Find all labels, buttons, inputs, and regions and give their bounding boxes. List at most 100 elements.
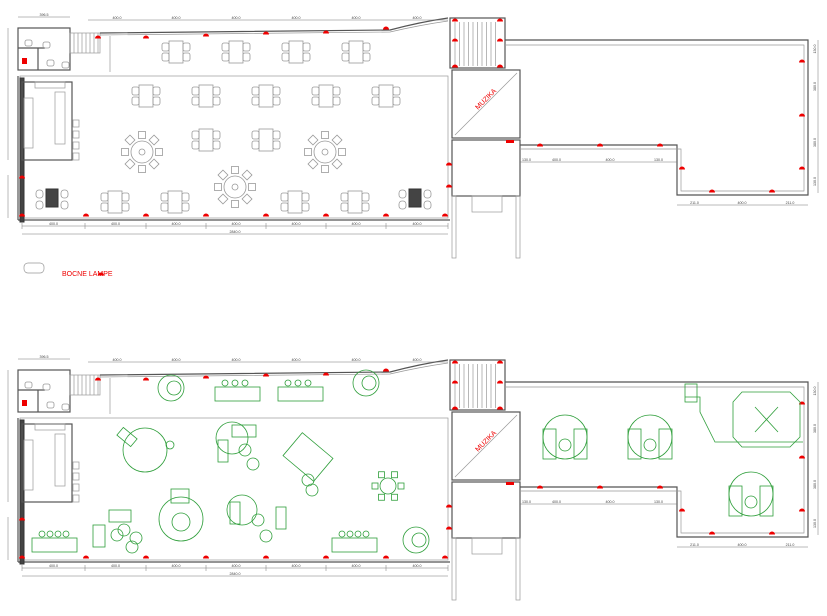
chair xyxy=(212,86,221,96)
dining-table xyxy=(258,84,274,108)
dining-table xyxy=(347,190,363,214)
chair xyxy=(100,202,109,212)
side-lamp-icon xyxy=(263,31,269,35)
sun-lounger xyxy=(627,428,642,460)
side-lamp-icon xyxy=(446,526,452,530)
stairs-outline xyxy=(69,32,101,54)
chair xyxy=(191,96,200,106)
round-table xyxy=(223,175,247,199)
chair xyxy=(391,471,398,479)
chair xyxy=(311,96,320,106)
chair xyxy=(272,140,281,150)
side-lamp-icon xyxy=(442,555,448,559)
chair xyxy=(392,96,401,106)
side-lamp-icon xyxy=(442,213,448,217)
armchair xyxy=(398,200,407,210)
support-column xyxy=(451,537,457,601)
toilet-icon xyxy=(46,401,55,409)
sun-lounger xyxy=(573,428,588,460)
chair xyxy=(302,52,311,62)
chair xyxy=(272,96,281,106)
chair xyxy=(242,42,251,52)
dimension-label: 130.0 xyxy=(813,177,817,186)
dimension-label: 130.0 xyxy=(654,500,663,504)
plant-icon xyxy=(165,440,175,450)
side-lamp-icon xyxy=(98,272,104,276)
chair xyxy=(301,202,310,212)
side-lamp-icon xyxy=(95,35,101,39)
dimension-label: 400.0 xyxy=(111,222,120,226)
chair xyxy=(332,96,341,106)
bar-stool xyxy=(72,141,80,150)
dimension-label: 396.5 xyxy=(40,355,49,359)
chair xyxy=(371,96,380,106)
table-center xyxy=(138,148,146,156)
chair xyxy=(155,148,163,156)
bar-stool xyxy=(284,379,292,387)
dimension-label: 380.0 xyxy=(813,138,817,147)
side-lamp-icon xyxy=(497,360,503,364)
top-wall-inner xyxy=(99,362,449,378)
music-room xyxy=(451,69,521,139)
dining-table xyxy=(198,84,214,108)
chair xyxy=(182,52,191,62)
kitchen-appliances xyxy=(54,91,66,145)
side-lamp-icon xyxy=(203,555,209,559)
side-table xyxy=(558,438,572,452)
side-lamp-icon xyxy=(446,162,452,166)
side-lamp-icon xyxy=(19,555,25,559)
chair xyxy=(161,52,170,62)
round-table xyxy=(130,140,154,164)
coffee-table xyxy=(251,513,265,527)
kitchen-counter xyxy=(34,423,66,431)
chair xyxy=(221,42,230,52)
dimension-label: 130.0 xyxy=(813,45,817,54)
armchair xyxy=(92,524,106,548)
dimension-label: 380.0 xyxy=(813,480,817,489)
chair xyxy=(280,202,289,212)
dimension-label: 400.0 xyxy=(413,564,422,568)
bar-stool xyxy=(221,379,229,387)
lounge-rug xyxy=(627,414,673,460)
side-lamp-icon xyxy=(203,375,209,379)
deck-outline xyxy=(685,396,803,443)
side-lamp-icon xyxy=(497,406,503,410)
armchair xyxy=(217,439,229,463)
dining-table xyxy=(168,40,184,64)
chair xyxy=(371,86,380,96)
stool xyxy=(362,530,370,538)
lounge-rug xyxy=(122,427,168,473)
side-lamp-icon xyxy=(452,360,458,364)
coffee-table xyxy=(125,540,139,554)
side-lamp-icon xyxy=(679,166,685,170)
terrace-inner xyxy=(505,386,805,534)
dimension-label: 400.0 xyxy=(232,564,241,568)
top-wall xyxy=(99,17,449,34)
chair xyxy=(231,166,239,174)
side-lamp-icon xyxy=(452,406,458,410)
side-lamp-icon xyxy=(452,64,458,68)
bar-stool xyxy=(72,130,80,139)
sun-lounger xyxy=(658,428,673,460)
lounge-table xyxy=(45,188,59,208)
chair xyxy=(124,134,136,146)
chair xyxy=(362,52,371,62)
chair xyxy=(281,52,290,62)
chair xyxy=(397,482,405,490)
music-room-diagonal xyxy=(454,414,518,478)
chair xyxy=(221,52,230,62)
side-lamp-icon xyxy=(263,373,269,377)
dimension-label: 400.0 xyxy=(413,16,422,20)
main-hall xyxy=(19,417,449,561)
chair xyxy=(121,148,129,156)
dining-table xyxy=(258,128,274,152)
bar-stool xyxy=(72,152,80,161)
chair xyxy=(242,52,251,62)
lounge-rug xyxy=(542,414,588,460)
kitchen-appliances xyxy=(54,433,66,487)
side-lamp-icon xyxy=(799,401,805,405)
dining-table xyxy=(288,40,304,64)
chair xyxy=(272,86,281,96)
